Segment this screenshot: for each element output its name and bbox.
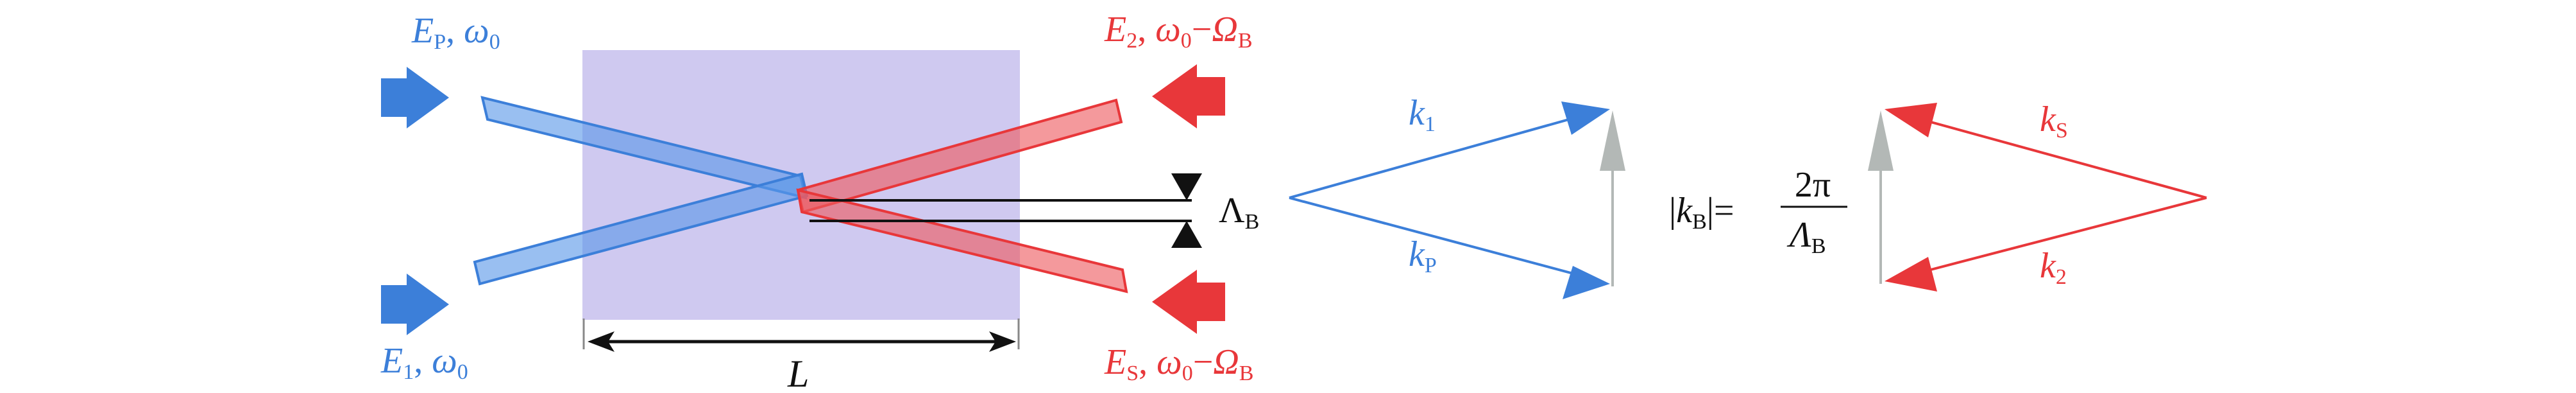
pump-label: EP, ω0 bbox=[411, 11, 500, 54]
grating-top-arrowhead-icon bbox=[1171, 173, 1202, 200]
kS-arrowhead-icon bbox=[1885, 103, 1937, 137]
kB-left-arrowhead-icon bbox=[1600, 110, 1625, 171]
beam2-label: E2, ω0−ΩB bbox=[1104, 10, 1253, 53]
stokes-beam bbox=[796, 188, 1128, 293]
equation-denominator: ΛB bbox=[1786, 215, 1826, 258]
svg-text:|kB|=: |kB|= bbox=[1669, 191, 1734, 234]
stokes-input-arrow-icon bbox=[1152, 270, 1225, 334]
length-right-arrowhead-icon bbox=[989, 331, 1016, 352]
grating-bottom-arrowhead-icon bbox=[1171, 221, 1202, 248]
kB-right-arrowhead-icon bbox=[1868, 110, 1894, 171]
beam2-input-arrow-icon bbox=[1152, 64, 1225, 128]
grating-period-label: ΛB bbox=[1219, 191, 1259, 234]
k1-arrowhead-icon bbox=[1561, 101, 1610, 135]
probe1-input-arrow-icon bbox=[381, 274, 449, 335]
k2-vector bbox=[1930, 197, 2207, 271]
k2-label: k2 bbox=[2040, 246, 2067, 289]
k1-label: k1 bbox=[1409, 93, 1436, 136]
kP-vector bbox=[1289, 197, 1579, 276]
grating-wavevector-equation: |kB|= 2π ΛB bbox=[1669, 165, 1847, 258]
k2-arrowhead-icon bbox=[1885, 257, 1937, 292]
equation-numerator: 2π bbox=[1795, 165, 1831, 205]
kS-vector bbox=[1930, 121, 2207, 199]
medium-length-label: L bbox=[787, 353, 809, 393]
stokes-label: ES, ω0−ΩB bbox=[1104, 342, 1253, 385]
length-left-arrowhead-icon bbox=[588, 331, 614, 352]
kS-label: kS bbox=[2040, 100, 2068, 143]
kP-arrowhead-icon bbox=[1563, 266, 1610, 299]
k1-vector bbox=[1289, 116, 1579, 199]
pump-input-arrow-icon bbox=[381, 67, 449, 128]
kP-label: kP bbox=[1409, 234, 1437, 277]
probe1-label: E1, ω0 bbox=[380, 341, 468, 384]
